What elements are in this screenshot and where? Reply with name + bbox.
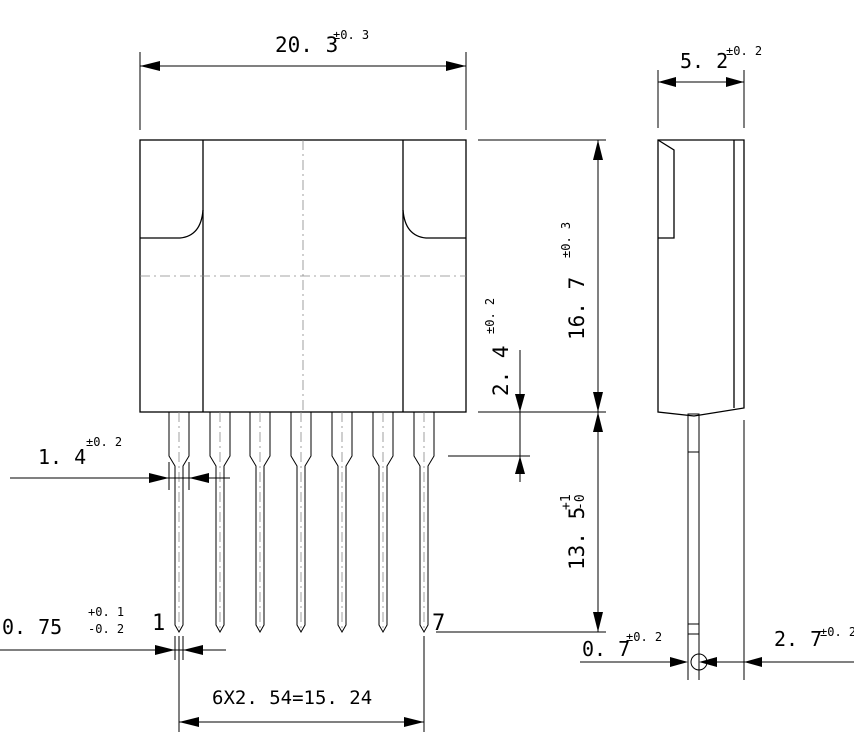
dim-lead-length: 13. 5 +1 -0 <box>436 412 606 633</box>
lead-5 <box>331 412 353 634</box>
left-mold-corner <box>140 209 204 239</box>
thickness-value: 5. 2 <box>680 49 728 73</box>
lead-tip-tol-upper: +0. 1 <box>88 605 124 619</box>
dim-lead-thickness: 0. 7 ±0. 2 <box>580 630 717 680</box>
side-body <box>657 139 745 417</box>
dim-lead-step: 2. 4 ±0. 2 <box>448 298 530 482</box>
right-mold-corner <box>402 209 466 239</box>
dim-lead-width: 1. 4 ±0. 2 <box>10 435 230 490</box>
lead-tip-value: 0. 75 <box>2 615 62 639</box>
lead-offset-tolerance: ±0. 2 <box>820 625 854 639</box>
lead-thickness-value: 0. 7 <box>582 637 630 661</box>
lead-width-tolerance: ±0. 2 <box>86 435 122 449</box>
dim-lead-tip: 0. 75 +0. 1 -0. 2 <box>0 605 226 660</box>
lead-tip-tol-lower: -0. 2 <box>88 622 124 636</box>
thickness-tolerance: ±0. 2 <box>726 44 762 58</box>
leads <box>168 412 435 634</box>
height-tolerance: ±0. 3 <box>559 222 573 258</box>
lead-1 <box>168 412 190 634</box>
side-view <box>657 70 745 680</box>
lead-width-value: 1. 4 <box>38 445 86 469</box>
lead-step-tolerance: ±0. 2 <box>483 298 497 334</box>
lead-offset-value: 2. 7 <box>774 627 822 651</box>
dim-thickness: 5. 2 ±0. 2 <box>658 44 762 87</box>
pin-1-label: 1 <box>152 611 165 636</box>
pin-7-label: 7 <box>432 611 445 636</box>
lead-thickness-tolerance: ±0. 2 <box>626 630 662 644</box>
pitch-value: 6X2. 54=15. 24 <box>212 687 372 709</box>
lead-6 <box>372 412 394 634</box>
dim-height: 16. 7 ±0. 3 <box>478 139 606 413</box>
lead-2 <box>209 412 231 634</box>
lead-step-value: 2. 4 <box>489 345 513 396</box>
width-value: 20. 3 <box>275 33 338 57</box>
height-value: 16. 7 <box>565 277 589 340</box>
side-lead <box>687 413 700 635</box>
lead-7 <box>413 412 435 634</box>
lead-length-tol-upper: +1 <box>559 494 574 510</box>
lead-length-tol-lower: -0 <box>573 494 588 510</box>
lead-4 <box>290 412 312 634</box>
lead-3 <box>249 412 271 634</box>
dim-pitch: 6X2. 54=15. 24 <box>178 636 425 732</box>
front-view <box>139 139 467 413</box>
dim-width: 20. 3 ±0. 3 <box>139 28 467 130</box>
dim-lead-offset: 2. 7 ±0. 2 <box>706 625 854 667</box>
side-step <box>657 139 675 239</box>
lead-length-value: 13. 5 <box>565 507 589 570</box>
width-tolerance: ±0. 3 <box>333 28 369 42</box>
